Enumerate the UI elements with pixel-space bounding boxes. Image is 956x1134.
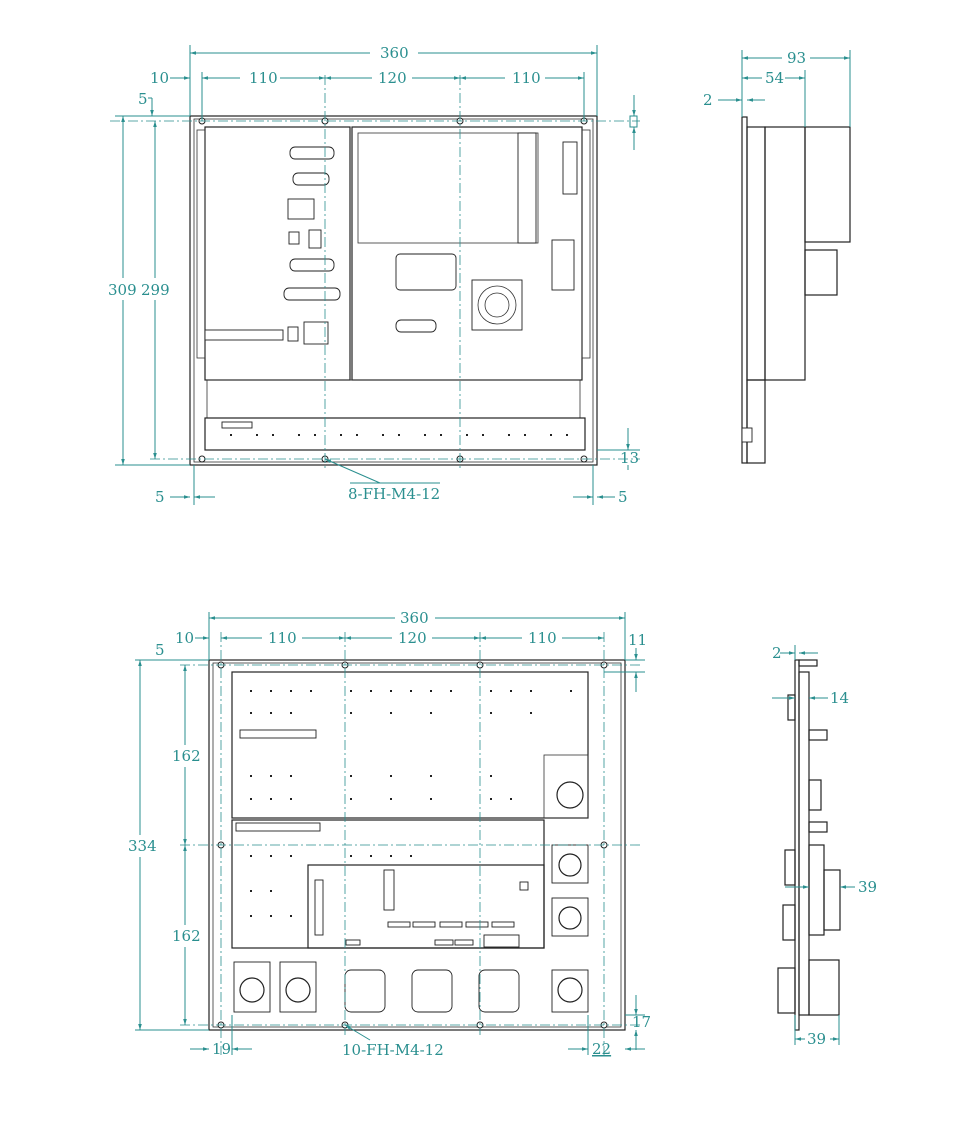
dim-depth: 93 bbox=[787, 49, 806, 67]
dim-overall-height-rear: 334 bbox=[128, 837, 157, 855]
fan-icon bbox=[471, 279, 523, 331]
dim-depth-c: 39 bbox=[807, 1030, 826, 1048]
dim-spacing-right-rear: 110 bbox=[528, 629, 557, 647]
panel-outline bbox=[189, 115, 598, 466]
dim-spacing-left: 110 bbox=[249, 69, 278, 87]
top-side-view: 93 54 2 bbox=[703, 49, 851, 464]
dim-depth-inner: 54 bbox=[765, 69, 784, 87]
dim-overall-height: 309 bbox=[108, 281, 137, 299]
dim-right-margin-rear: 22 bbox=[592, 1040, 611, 1058]
bottom-connectors bbox=[233, 844, 589, 1013]
upper-board bbox=[231, 671, 589, 819]
dim-inner-height: 299 bbox=[141, 281, 170, 299]
screw-callout-rear: 10-FH-M4-12 bbox=[342, 1041, 444, 1059]
dim-spacing-middle: 120 bbox=[378, 69, 407, 87]
dim-panel-thickness-rear: 2 bbox=[772, 644, 782, 662]
dim-top-right-offset: 11 bbox=[628, 631, 647, 649]
dim-overall-width: 360 bbox=[380, 44, 409, 62]
dim-spacing-right: 110 bbox=[512, 69, 541, 87]
right-plate bbox=[351, 126, 583, 381]
dim-spacing-middle-rear: 120 bbox=[398, 629, 427, 647]
dim-left-margin: 5 bbox=[155, 488, 165, 506]
bottom-front-view: 360 10 110 120 110 11 5 334 162 162 17 bbox=[128, 609, 651, 1059]
terminal-strip bbox=[204, 417, 586, 451]
dim-right-margin: 5 bbox=[618, 488, 628, 506]
dim-panel-thickness: 2 bbox=[703, 91, 713, 109]
dim-lower-height: 162 bbox=[172, 927, 201, 945]
top-front-view: 360 10 110 120 110 5 309 299 13 5 bbox=[108, 44, 640, 506]
dim-upper-height: 162 bbox=[172, 747, 201, 765]
dim-bottom-offset: 13 bbox=[620, 449, 639, 467]
dim-depth-b: 39 bbox=[858, 878, 877, 896]
dim-bottom-offset-rear: 17 bbox=[632, 1013, 651, 1031]
dim-spacing-left-rear: 110 bbox=[268, 629, 297, 647]
screw-callout: 8-FH-M4-12 bbox=[348, 485, 440, 503]
dim-depth-a: 14 bbox=[830, 689, 849, 707]
bottom-side-view: 2 14 39 39 bbox=[772, 644, 877, 1048]
dim-top-offset: 5 bbox=[138, 90, 148, 108]
dim-left-margin-rear: 19 bbox=[212, 1040, 231, 1058]
dim-top-left-offset: 5 bbox=[155, 641, 165, 659]
dim-edge-offset: 10 bbox=[150, 69, 169, 87]
dim-edge-offset-rear: 10 bbox=[175, 629, 194, 647]
filter-module bbox=[395, 253, 457, 291]
dim-overall-width-rear: 360 bbox=[400, 609, 429, 627]
io-board bbox=[307, 864, 545, 949]
